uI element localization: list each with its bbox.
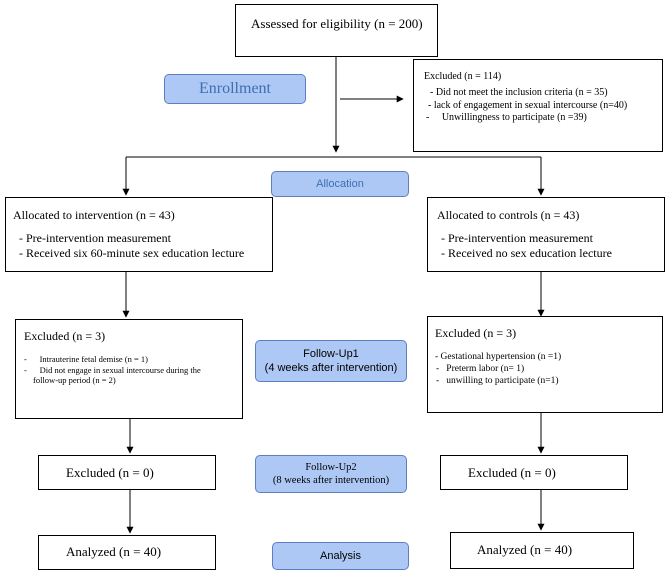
assessed-text: Assessed for eligibility (n = 200) <box>251 16 423 31</box>
followup2-line2: (8 weeks after intervention) <box>272 475 390 486</box>
list-item: - Gestational hypertension (n =1) <box>435 352 562 362</box>
excluded-enrollment-list: - Did not meet the inclusion criteria (n… <box>424 87 662 125</box>
analysis-label-box: Analysis <box>272 542 409 570</box>
list-item: - Intrauterine fetal demise (n = 1) <box>24 354 148 364</box>
list-item: - Pre-intervention measurement <box>19 231 171 245</box>
list-item: - unwilling to participate (n=1) <box>436 376 559 386</box>
intervention-title: Allocated to intervention (n = 43) <box>13 208 175 222</box>
excluded-enrollment-title: Excluded (n = 114) <box>424 71 502 82</box>
allocation-label-box: Allocation <box>271 171 409 197</box>
excluded-controls-f1-box: Excluded (n = 3) - Gestational hypertens… <box>427 316 663 413</box>
controls-list: - Pre-intervention measurement - Receive… <box>437 231 664 261</box>
controls-title: Allocated to controls (n = 43) <box>437 208 580 222</box>
list-item: - Preterm labor (n= 1) <box>436 364 525 374</box>
excluded-intervention-f1-list: - Intrauterine fetal demise (n = 1) - Di… <box>24 354 242 386</box>
analyzed-controls-box: Analyzed (n = 40) <box>450 532 634 569</box>
excluded-controls-f2-text: Excluded (n = 0) <box>468 465 556 480</box>
followup1-label-box: Follow-Up1 (4 weeks after intervention) <box>255 340 407 382</box>
intervention-list: - Pre-intervention measurement - Receive… <box>13 231 272 261</box>
excluded-intervention-f2-box: Excluded (n = 0) <box>38 455 216 490</box>
followup1-line2: (4 weeks after intervention) <box>264 362 398 374</box>
analyzed-controls-text: Analyzed (n = 40) <box>477 542 573 557</box>
controls-box: Allocated to controls (n = 43) - Pre-int… <box>427 197 665 272</box>
list-item: - lack of engagement in sexual intercour… <box>428 99 628 111</box>
analysis-label: Analysis <box>320 550 361 562</box>
excluded-controls-f1-list: - Gestational hypertension (n =1) - Pret… <box>435 351 662 387</box>
followup1-line1: Follow-Up1 <box>303 348 359 360</box>
list-item: - Pre-intervention measurement <box>441 231 593 245</box>
intervention-box: Allocated to intervention (n = 43) - Pre… <box>5 197 273 272</box>
list-item: - Did not meet the inclusion criteria (n… <box>430 87 608 98</box>
followup2-label-box: Follow-Up2 (8 weeks after intervention) <box>255 455 407 493</box>
allocation-label: Allocation <box>316 178 364 190</box>
enrollment-label-box: Enrollment <box>164 74 306 104</box>
list-item: - Received no sex education lecture <box>441 246 612 260</box>
excluded-intervention-f2-text: Excluded (n = 0) <box>66 465 154 480</box>
list-item: - Received six 60-minute sex education l… <box>19 246 245 260</box>
list-item: - Did not engage in sexual intercourse d… <box>24 364 201 375</box>
excluded-intervention-f1-box: Excluded (n = 3) - Intrauterine fetal de… <box>15 319 243 419</box>
assessed-box: Assessed for eligibility (n = 200) <box>235 4 438 57</box>
analyzed-intervention-box: Analyzed (n = 40) <box>38 535 216 570</box>
excluded-controls-f2-box: Excluded (n = 0) <box>440 455 628 490</box>
list-item: follow-up period (n = 2) <box>33 375 116 385</box>
excluded-controls-f1-title: Excluded (n = 3) <box>435 326 517 340</box>
excluded-intervention-f1-title: Excluded (n = 3) <box>24 329 106 343</box>
enrollment-label: Enrollment <box>199 80 271 97</box>
analyzed-intervention-text: Analyzed (n = 40) <box>66 544 162 559</box>
list-item: - Unwillingness to participate (n =39) <box>426 112 587 123</box>
excluded-enrollment-box: Excluded (n = 114) - Did not meet the in… <box>413 59 663 152</box>
followup2-line1: Follow-Up2 <box>305 462 357 473</box>
